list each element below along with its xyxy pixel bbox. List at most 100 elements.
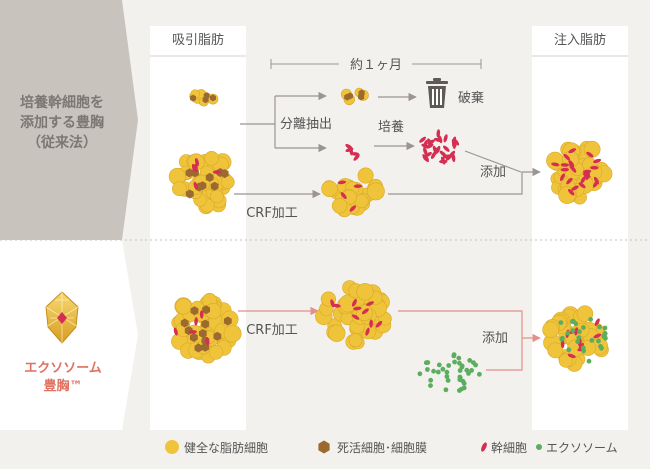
exosome-particle (444, 374, 450, 379)
stem-cell (567, 353, 576, 359)
fat-cell (547, 342, 564, 359)
exosome-particle (451, 352, 457, 357)
period-bracket (270, 59, 482, 69)
stem-cell (442, 145, 450, 152)
exosome-particle (559, 336, 565, 342)
cluster-separated-stem (345, 144, 360, 161)
exosome-particle (452, 359, 457, 365)
stem-cell (560, 163, 570, 167)
stem-cell (571, 185, 579, 191)
column-header-injection: 注入脂肪 (554, 32, 606, 48)
dead-cell (185, 189, 194, 199)
stem-cell (369, 319, 373, 328)
exosome-particle (444, 369, 450, 375)
stem-cell (439, 150, 447, 157)
cluster-suction-exosome (171, 293, 242, 364)
stem-cell (582, 172, 591, 178)
crf-label-conventional: CRF加工 (246, 206, 298, 221)
legend-label-stem-cell: 幹細胞 (491, 440, 527, 455)
stem-cell (365, 327, 370, 336)
stem-cell (423, 147, 428, 156)
cluster-suction-small (189, 89, 219, 107)
exosome-particle (581, 325, 586, 330)
fat-cell (542, 321, 559, 339)
legend-swatch-exosome (536, 444, 542, 450)
stem-cell (353, 154, 360, 161)
stem-cell (563, 153, 571, 161)
stem-cell (421, 143, 430, 149)
stem-cell (566, 177, 573, 185)
stem-cell (366, 301, 375, 306)
stem-cell (351, 298, 357, 307)
row-label-exosome-line2: 豊胸™ (43, 378, 82, 394)
stem-cell (560, 339, 565, 349)
stem-cell (593, 333, 602, 339)
stem-cell (568, 160, 575, 167)
row-label-conventional-line3: （従来法） (27, 134, 97, 151)
stem-cell (340, 192, 347, 200)
row-label-exosome: エクソソーム 豊胸™ (24, 361, 102, 394)
exosome-particle (445, 378, 451, 383)
stem-cell (427, 139, 435, 145)
column-injection (532, 26, 628, 430)
exosome-particle (577, 329, 582, 335)
stem-cell (443, 134, 448, 143)
stem-cell (440, 156, 446, 165)
stem-cell (593, 158, 602, 164)
stem-cell (212, 170, 222, 174)
stem-cell (453, 138, 460, 146)
discard-label: 破棄 (458, 91, 484, 106)
exosome-particle (602, 325, 608, 331)
exosome-particle (435, 369, 441, 375)
separation-label: 分離抽出 (280, 117, 332, 132)
stem-cell (422, 155, 429, 162)
fat-cell (331, 198, 348, 214)
arrow-to-injection-exosome (398, 310, 541, 343)
fat-cell (576, 305, 594, 322)
row-label-conventional-line1: 培養幹細胞を (20, 94, 104, 111)
exosome-particle (467, 358, 473, 363)
stem-cell (194, 317, 198, 326)
exosome-particle (558, 320, 564, 325)
conventional-arrows (234, 91, 541, 199)
stem-cell (353, 306, 362, 311)
stem-cell (551, 162, 560, 167)
fat-cell (328, 324, 346, 342)
exosome-particle (589, 338, 595, 343)
stem-cell (593, 176, 600, 185)
stem-cell (193, 181, 198, 190)
dead-cell (210, 181, 219, 191)
legend-swatch-fat-cell (165, 440, 179, 454)
exosome-arrows (238, 306, 541, 371)
fat-cell (171, 181, 187, 197)
row-label-exosome-line1: エクソソーム (24, 361, 102, 376)
stem-cell (199, 310, 204, 319)
fat-cell (558, 353, 573, 368)
exosome-particle (566, 347, 572, 353)
exosome-particle (461, 381, 467, 386)
stem-cell (436, 129, 441, 138)
stem-cell (337, 180, 347, 185)
cluster-suction-large (168, 151, 235, 215)
stem-cell (353, 184, 363, 189)
exosome-particle (428, 383, 433, 388)
dead-cell (185, 168, 194, 178)
row-label-conventional-line2: 添加する豊胸 (20, 114, 104, 131)
exosome-particle (596, 338, 601, 344)
legend-swatch-dead-cell (318, 440, 330, 454)
dead-cell (190, 333, 198, 342)
dead-cell (213, 331, 222, 341)
exosome-particle (425, 367, 430, 372)
dead-cell (199, 329, 207, 338)
legend: 健全な脂肪細胞 死活細胞･細胞膜 幹細胞 エクソソーム (165, 440, 618, 455)
fat-cell (366, 182, 385, 201)
exosome-particle (473, 362, 478, 368)
crf-label-exosome: CRF加工 (246, 323, 298, 338)
exosome-particle (598, 344, 603, 349)
fat-cell (210, 189, 224, 204)
fat-cell (348, 333, 363, 348)
exosome-particle (457, 388, 462, 393)
exosome-particle (575, 339, 581, 344)
cluster-exosome-dots (417, 352, 482, 393)
